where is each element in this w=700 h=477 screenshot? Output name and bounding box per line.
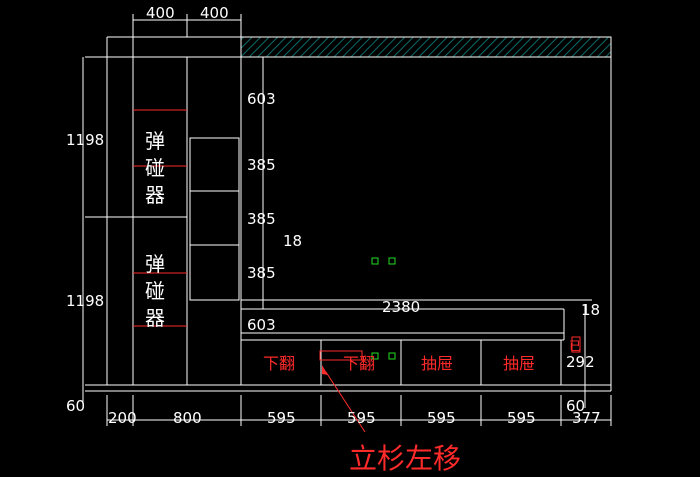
- drawer-label-3: 抽屉: [421, 354, 453, 373]
- left-dim-2: 1198: [66, 292, 104, 310]
- top-dim-2: 400: [200, 4, 229, 22]
- upper-cabinet-label-1: 弹: [145, 129, 165, 153]
- bottom-dim-595-1: 595: [267, 409, 296, 427]
- upper-cabinet-label-2: 碰: [145, 156, 165, 180]
- overall-width-dim: 2380: [382, 298, 420, 316]
- note-text: 立杉左移: [349, 442, 461, 475]
- lower-cabinet-label-3: 器: [145, 306, 165, 330]
- left-dim-1: 1198: [66, 131, 104, 149]
- drawer-label-4: 抽屉: [503, 354, 535, 373]
- green-markers: [371, 257, 396, 360]
- dimension-lines: [82, 14, 612, 426]
- inner-dim-385-c: 385: [247, 264, 276, 282]
- bottom-dim-200: 200: [108, 409, 137, 427]
- bottom-dim-800: 800: [173, 409, 202, 427]
- inner-dim-18: 18: [283, 232, 302, 250]
- note-leader: [319, 350, 366, 433]
- frame-lines: [85, 36, 612, 392]
- inner-dim-603-top: 603: [247, 90, 276, 108]
- inner-dim-603-bottom: 603: [247, 316, 276, 334]
- left-dim-3: 60: [66, 397, 85, 415]
- bottom-dim-595-2: 595: [347, 409, 376, 427]
- inner-dim-385-b: 385: [247, 210, 276, 228]
- top-hatch-band: [240, 36, 612, 58]
- right-dim-292: 292: [566, 353, 595, 371]
- lower-cabinet-label-2: 碰: [145, 279, 165, 303]
- bottom-dim-595-3: 595: [427, 409, 456, 427]
- right-dim-60: 60: [566, 397, 585, 415]
- drawer-label-2: 下翻: [343, 354, 375, 373]
- bottom-dim-377: 377: [572, 409, 601, 427]
- top-dim-1: 400: [146, 4, 175, 22]
- upper-cabinet-label-3: 器: [145, 183, 165, 207]
- drawer-label-1: 下翻: [263, 354, 295, 373]
- lower-cabinet-label-1: 弹: [145, 252, 165, 276]
- inner-dim-385-a: 385: [247, 156, 276, 174]
- red-shelf-lines: [133, 109, 581, 353]
- right-dim-18: 18: [581, 301, 600, 319]
- bottom-dim-595-4: 595: [507, 409, 536, 427]
- right-small-label: 已: [569, 339, 581, 353]
